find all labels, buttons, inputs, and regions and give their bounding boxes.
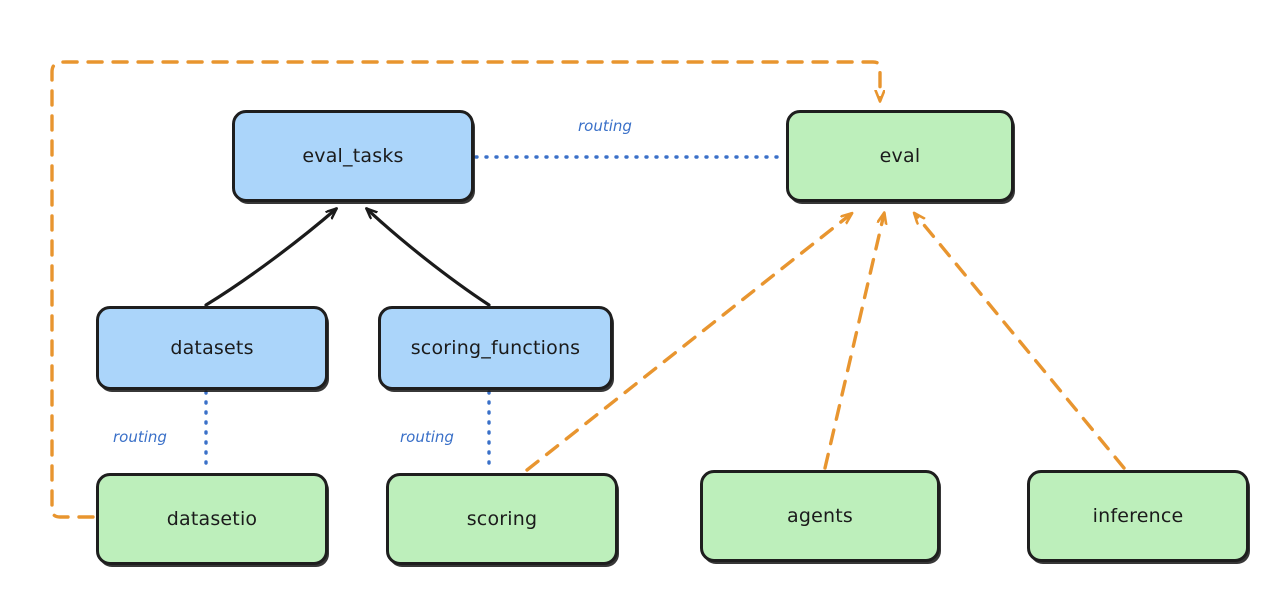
node-label-eval: eval bbox=[879, 145, 921, 167]
node-scoring-functions[interactable]: scoring_functions bbox=[378, 306, 613, 390]
edge-scoring-functions-to-eval-tasks bbox=[367, 209, 491, 307]
node-label-agents: agents bbox=[787, 505, 853, 527]
node-eval-tasks[interactable]: eval_tasks bbox=[232, 110, 474, 202]
node-eval[interactable]: eval bbox=[786, 110, 1014, 202]
node-scoring[interactable]: scoring bbox=[386, 473, 618, 565]
edge-label-routing-eval-tasks-eval: routing bbox=[578, 117, 632, 135]
node-label-inference: inference bbox=[1092, 505, 1184, 527]
node-label-datasetio: datasetio bbox=[166, 508, 258, 530]
edge-scoring-to-eval bbox=[525, 214, 851, 472]
node-label-eval-tasks: eval_tasks bbox=[302, 145, 404, 167]
node-inference[interactable]: inference bbox=[1027, 470, 1249, 562]
edge-label-routing-datasets-datasetio: routing bbox=[113, 428, 167, 446]
node-label-scoring-functions: scoring_functions bbox=[410, 337, 581, 359]
edge-inference-to-eval bbox=[915, 214, 1126, 470]
edge-datasetio-to-eval bbox=[50, 60, 880, 519]
node-datasets[interactable]: datasets bbox=[96, 306, 328, 390]
node-agents[interactable]: agents bbox=[700, 470, 940, 562]
node-label-scoring: scoring bbox=[466, 508, 538, 530]
node-datasetio[interactable]: datasetio bbox=[96, 473, 328, 565]
node-label-datasets: datasets bbox=[170, 337, 254, 359]
edge-label-routing-scoring-functions-scoring: routing bbox=[400, 428, 454, 446]
edge-datasets-to-eval-tasks bbox=[204, 209, 336, 307]
edge-agents-to-eval bbox=[823, 214, 884, 470]
